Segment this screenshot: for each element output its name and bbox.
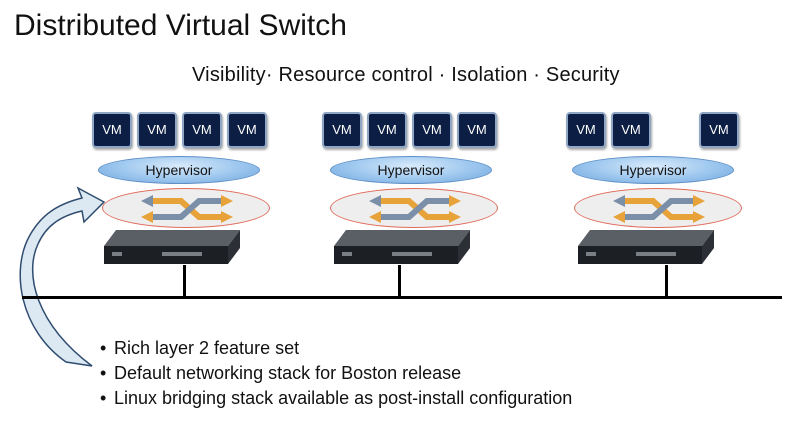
list-item-text: Rich layer 2 feature set xyxy=(114,338,300,358)
host-3: VM VM VM Hypervisor xyxy=(566,110,766,298)
vm-box: VM xyxy=(699,112,739,148)
virtual-switch xyxy=(102,188,270,228)
list-item: •Rich layer 2 feature set xyxy=(100,338,300,358)
vm-box: VM xyxy=(611,112,651,148)
vm-box: VM xyxy=(322,112,362,148)
vm-box: VM xyxy=(457,112,497,148)
network-line xyxy=(22,296,782,299)
vm-box: VM xyxy=(137,112,177,148)
feature-list: •Rich layer 2 feature set •Default netwo… xyxy=(100,336,572,411)
hypervisor-label: Hypervisor xyxy=(98,156,260,184)
host-1: VM VM VM VM Hypervisor xyxy=(92,110,292,298)
list-item-text: Linux bridging stack available as post-i… xyxy=(114,388,573,408)
host-2: VM VM VM VM Hypervisor xyxy=(322,110,522,298)
switch-icon xyxy=(613,195,705,223)
vm-box: VM xyxy=(227,112,267,148)
server-icon xyxy=(578,230,714,264)
switch-icon xyxy=(141,195,233,223)
server-icon xyxy=(334,230,470,264)
vm-box: VM xyxy=(412,112,452,148)
list-item-text: Default networking stack for Boston rele… xyxy=(114,363,462,383)
virtual-switch xyxy=(330,188,498,228)
list-item: •Default networking stack for Boston rel… xyxy=(100,363,462,383)
vm-box: VM xyxy=(92,112,132,148)
server-link xyxy=(665,265,668,298)
server-link xyxy=(183,265,186,298)
hypervisor-label: Hypervisor xyxy=(572,156,734,184)
slide-title: Distributed Virtual Switch xyxy=(14,9,347,42)
switch-icon xyxy=(369,195,461,223)
vm-box: VM xyxy=(367,112,407,148)
vm-box: VM xyxy=(182,112,222,148)
hypervisor-label: Hypervisor xyxy=(330,156,492,184)
vm-box: VM xyxy=(566,112,606,148)
list-item: •Linux bridging stack available as post-… xyxy=(100,388,573,408)
virtual-switch xyxy=(574,188,742,228)
slide-subtitle: Visibility· Resource control · Isolation… xyxy=(192,64,620,86)
server-link xyxy=(398,265,401,298)
server-icon xyxy=(104,230,240,264)
